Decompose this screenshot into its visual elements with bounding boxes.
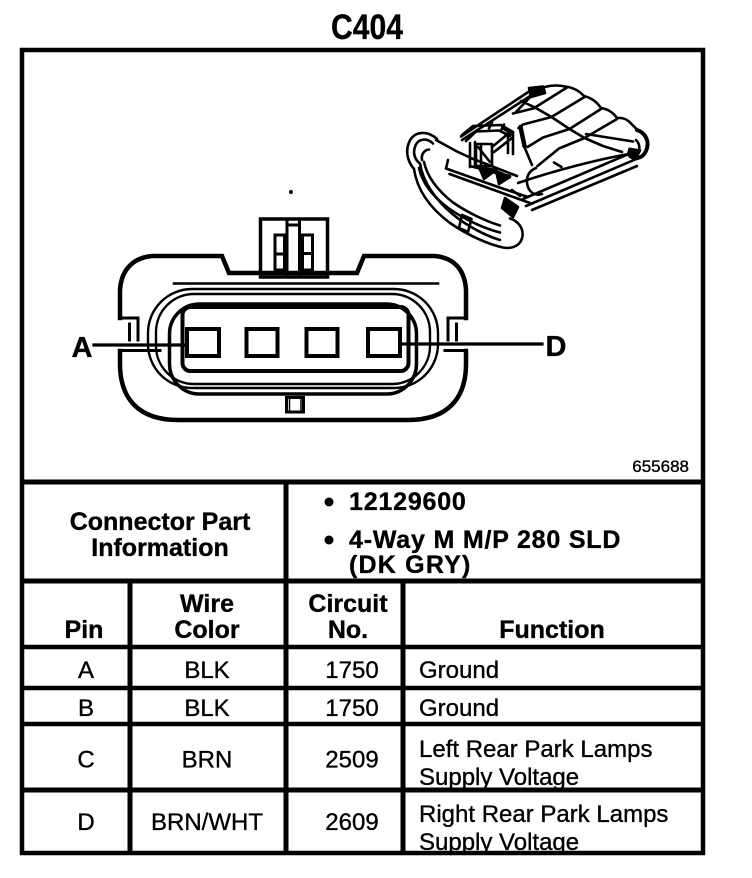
svg-text:Circuit: Circuit xyxy=(308,590,388,618)
svg-text:No.: No. xyxy=(328,616,368,644)
svg-text:Right Rear Park Lamps: Right Rear Park Lamps xyxy=(419,801,668,828)
svg-text:Ground: Ground xyxy=(419,657,499,684)
svg-text:D: D xyxy=(546,331,567,363)
svg-text:Ground: Ground xyxy=(419,695,499,722)
svg-text:B: B xyxy=(78,695,94,722)
svg-text:4-Way M M/P 280 SLD: 4-Way M M/P 280 SLD xyxy=(349,526,621,554)
svg-text:A: A xyxy=(72,332,93,364)
svg-text:BLK: BLK xyxy=(184,695,229,722)
svg-text:BLK: BLK xyxy=(184,657,229,684)
svg-text:Color: Color xyxy=(174,616,240,644)
svg-text:1750: 1750 xyxy=(325,657,378,684)
svg-text:12129600: 12129600 xyxy=(349,488,467,516)
svg-text:Wire: Wire xyxy=(180,590,234,618)
svg-text:2609: 2609 xyxy=(325,809,378,836)
svg-text:Connector Part: Connector Part xyxy=(70,508,251,536)
svg-text:1750: 1750 xyxy=(325,695,378,722)
svg-text:Supply Voltage: Supply Voltage xyxy=(419,764,579,791)
svg-text:655688: 655688 xyxy=(632,457,689,476)
svg-text:C404: C404 xyxy=(331,8,403,47)
svg-text:Pin: Pin xyxy=(65,616,104,644)
svg-text:Information: Information xyxy=(91,534,229,562)
svg-text:C: C xyxy=(77,747,94,774)
svg-text:Left Rear Park Lamps: Left Rear Park Lamps xyxy=(419,736,652,763)
svg-text:Function: Function xyxy=(499,616,605,644)
svg-text:A: A xyxy=(78,657,94,684)
svg-text:BRN/WHT: BRN/WHT xyxy=(151,809,263,836)
svg-text:2509: 2509 xyxy=(325,747,378,774)
svg-text:(DK GRY): (DK GRY) xyxy=(349,551,472,579)
svg-text:BRN: BRN xyxy=(182,747,233,774)
svg-text:Supply Voltage: Supply Voltage xyxy=(419,829,579,856)
svg-text:D: D xyxy=(77,809,94,836)
